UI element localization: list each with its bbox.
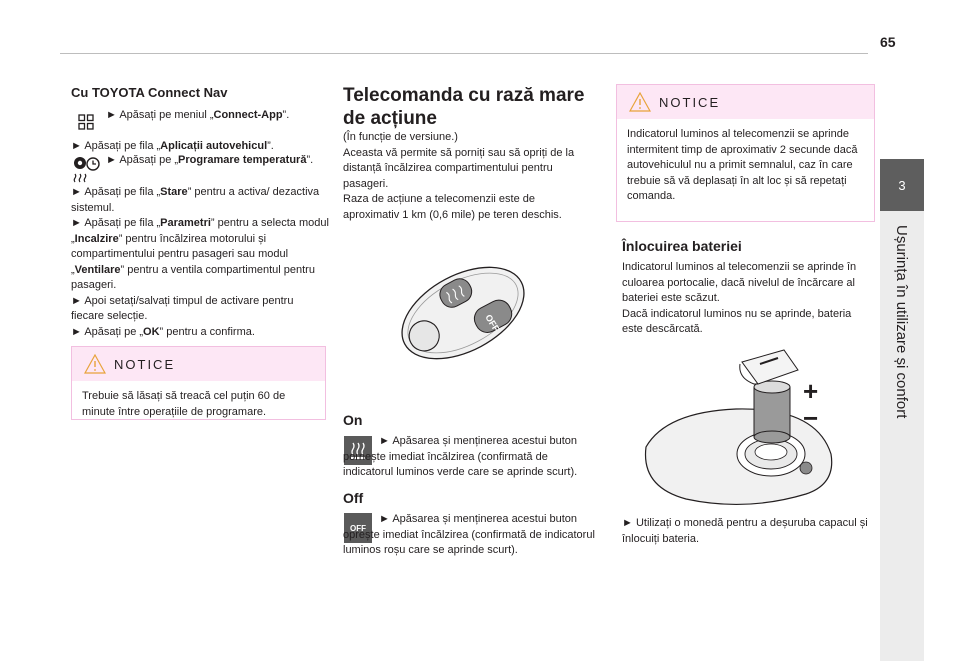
on-heading: On: [343, 412, 363, 428]
app-grid-icon: [78, 114, 94, 135]
battery-text: Indicatorul luminos al telecomenzii se a…: [622, 261, 857, 335]
chapter-title-wrap: Ușurința în utilizare și confort: [880, 211, 924, 611]
chapter-number: 3: [898, 177, 906, 193]
warning-triangle-icon: [628, 91, 652, 117]
chapter-title: Ușurința în utilizare și confort: [893, 225, 910, 419]
off-description: ► Apăsarea și menținerea acestui buton o…: [343, 513, 595, 556]
chapter-sidebar: [880, 211, 924, 661]
notice-body: Indicatorul luminos al telecomenzii se a…: [627, 128, 858, 202]
heater-on-icon: [344, 436, 372, 465]
battery-instruction: ► Utilizați o monedă pentru a deșuruba c…: [622, 517, 868, 545]
chapter-tab[interactable]: 3: [880, 159, 924, 211]
step-connect-app: ► Apăsați pe meniul „Connect-App”.: [106, 109, 290, 121]
battery-heading: Înlocuirea bateriei: [622, 238, 742, 254]
notice-title: NOTICE: [659, 95, 721, 110]
notice-box-programming: NOTICE Trebuie să lăsați să treacă cel p…: [71, 346, 326, 420]
battery-minus-symbol: −: [803, 403, 819, 433]
remote-heading: Telecomanda cu rază mare de acțiune: [343, 85, 585, 129]
battery-replacement-illustration: [636, 342, 836, 515]
climate-timer-icon: [71, 154, 103, 189]
battery-plus-symbol: +: [803, 376, 819, 406]
notice-header: [72, 347, 325, 381]
remote-intro: (În funcție de versiune.) Aceasta vă per…: [343, 131, 575, 221]
notice-box-remote: NOTICE Indicatorul luminos al telecomenz…: [616, 84, 875, 222]
step-rest: ► Apăsați pe fila „Stare” pentru a activ…: [71, 186, 329, 338]
warning-triangle-icon: [83, 353, 107, 379]
notice-title: NOTICE: [114, 357, 176, 372]
step-programming: ► Apăsați pe „Programare temperatură”.: [106, 154, 314, 166]
remote-control-illustration: OFF: [393, 245, 533, 385]
heater-off-icon: OFF: [344, 513, 372, 543]
connect-nav-heading: Cu TOYOTA Connect Nav: [71, 85, 228, 100]
notice-body: Trebuie să lăsați să treacă cel puțin 60…: [82, 390, 286, 418]
on-description: ► Apăsarea și menținerea acestui buton p…: [343, 435, 578, 478]
top-divider: [60, 53, 868, 54]
notice-header: [617, 85, 874, 119]
off-heading: Off: [343, 490, 364, 506]
step-vehicle-apps: ► Apăsați pe fila „Aplicații autovehicul…: [71, 140, 274, 152]
off-icon-label: OFF: [350, 523, 366, 533]
page-number: 65: [880, 34, 896, 50]
